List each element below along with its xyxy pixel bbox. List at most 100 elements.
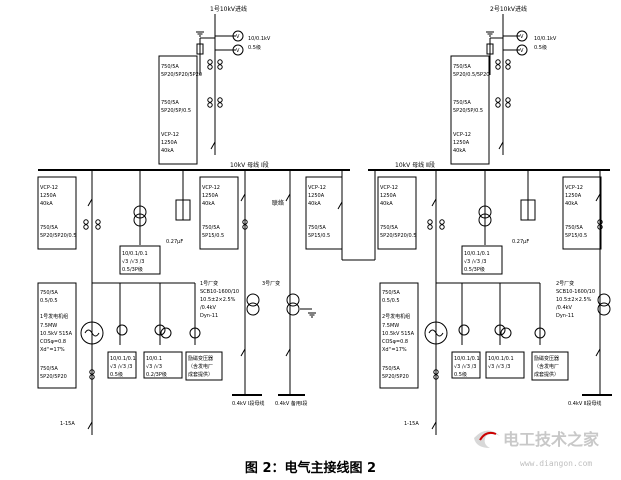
- svg-text:3号厂变: 3号厂变: [262, 280, 280, 287]
- svg-text:10/0.1/0.1: 10/0.1/0.1: [122, 251, 148, 257]
- svg-text:COSφ=0.8: COSφ=0.8: [382, 339, 408, 345]
- right-section: VCP-12 1250A 40kA 750/5A 5P20/5P20/0.5 0…: [377, 170, 612, 435]
- svg-text:10/0.1: 10/0.1: [146, 356, 162, 362]
- svg-text:（含发电厂: （含发电厂: [188, 363, 213, 370]
- breaker-icon: [87, 194, 93, 211]
- svg-text:V: V: [236, 48, 240, 54]
- svg-text:Xd''=17%: Xd''=17%: [40, 347, 65, 353]
- svg-text:1-15A: 1-15A: [404, 421, 419, 427]
- transformer-icon: [597, 293, 611, 307]
- svg-text:√3 /√3: √3 /√3: [146, 364, 162, 370]
- svg-text:1号厂变: 1号厂变: [200, 280, 218, 287]
- watermark-url: www.diangon.com: [520, 459, 593, 468]
- svg-text:1250A: 1250A: [565, 193, 582, 199]
- transformer-icon: [458, 324, 470, 336]
- svg-text:/0.4kV: /0.4kV: [556, 305, 573, 311]
- voltmeter-icon: [232, 30, 244, 42]
- ground-icon: [195, 31, 205, 37]
- svg-text:5P20/5P20/0.5: 5P20/5P20/0.5: [40, 233, 76, 239]
- svg-text:0.27μF: 0.27μF: [166, 239, 183, 245]
- svg-text:5P20/5P20: 5P20/5P20: [382, 374, 409, 380]
- transformer-icon: [478, 205, 492, 219]
- svg-text:V: V: [520, 48, 524, 54]
- svg-text:0.5级: 0.5级: [454, 371, 467, 378]
- svg-text:750/5A: 750/5A: [40, 225, 58, 231]
- svg-text:VCP-12: VCP-12: [453, 132, 471, 138]
- svg-text:7.5MW: 7.5MW: [382, 323, 399, 329]
- transformer-icon: [246, 293, 260, 307]
- svg-text:0.2/3P级: 0.2/3P级: [146, 371, 167, 378]
- svg-text:750/5A: 750/5A: [40, 366, 58, 372]
- svg-text:0.5/3P级: 0.5/3P级: [122, 266, 143, 273]
- svg-text:7.5MW: 7.5MW: [40, 323, 57, 329]
- svg-text:5P15/0.5: 5P15/0.5: [202, 233, 224, 239]
- svg-text:5P20/5P20/0.5: 5P20/5P20/0.5: [380, 233, 416, 239]
- svg-text:5P20/5P/0.5: 5P20/5P/0.5: [161, 108, 191, 114]
- transformer-icon: [286, 293, 300, 307]
- svg-text:SCB10-1600/10: SCB10-1600/10: [200, 289, 239, 295]
- breaker-icon: [498, 137, 504, 154]
- svg-text:VCP-12: VCP-12: [161, 132, 179, 138]
- transformer-icon: [116, 324, 128, 336]
- svg-text:Xd''=17%: Xd''=17%: [382, 347, 407, 353]
- svg-text:750/5A: 750/5A: [161, 100, 179, 106]
- busbar-right-label: 10kV 母线 Ⅱ段: [395, 161, 435, 169]
- voltmeter-icon: [232, 44, 244, 56]
- svg-text:（含发电厂: （含发电厂: [534, 363, 559, 370]
- svg-text:2号厂变: 2号厂变: [556, 280, 574, 287]
- svg-text:750/5A: 750/5A: [382, 366, 400, 372]
- pt-class: 0.5级: [248, 44, 261, 51]
- voltmeter-icon: [516, 30, 528, 42]
- ground-icon: [485, 31, 495, 37]
- svg-text:0.4kV Ⅰ段母线: 0.4kV Ⅰ段母线: [232, 400, 264, 407]
- transformer-icon: [189, 327, 201, 339]
- svg-text:√3 /√3 /3: √3 /√3 /3: [488, 364, 510, 370]
- svg-text:0.5级: 0.5级: [110, 371, 123, 378]
- svg-text:励磁变压器: 励磁变压器: [188, 355, 213, 362]
- svg-text:1-15A: 1-15A: [60, 421, 75, 427]
- svg-text:√3 /√3 /3: √3 /√3 /3: [122, 259, 144, 265]
- svg-text:0.5/0.5: 0.5/0.5: [40, 298, 58, 304]
- svg-text:40kA: 40kA: [380, 201, 393, 207]
- incoming-left: 1号10kV进线 V V 10/0.1kV 0.5级 750/5A 5P20/5…: [158, 5, 271, 165]
- figure-caption: 图 2：电气主接线图 2: [244, 461, 377, 476]
- incoming-right: 2号10kV进线 V V 10/0.1kV 0.5级 750/5A 5P20/0…: [450, 5, 557, 165]
- svg-text:联络: 联络: [272, 199, 284, 207]
- svg-text:5P15/0.5: 5P15/0.5: [308, 233, 330, 239]
- pt-ratio: 10/0.1kV: [248, 36, 271, 42]
- transformer-icon: [494, 324, 506, 336]
- svg-text:成套提供）: 成套提供）: [534, 371, 559, 378]
- svg-text:励磁变压器: 励磁变压器: [534, 355, 559, 362]
- transformer-icon: [534, 327, 546, 339]
- svg-text:10.5kV 515A: 10.5kV 515A: [40, 331, 73, 337]
- svg-text:0.27μF: 0.27μF: [512, 239, 529, 245]
- svg-text:750/5A: 750/5A: [382, 290, 400, 296]
- svg-text:750/5A: 750/5A: [565, 225, 583, 231]
- svg-text:V: V: [236, 34, 240, 40]
- svg-text:0.5/0.5: 0.5/0.5: [382, 298, 400, 304]
- svg-text:10/0.1kV: 10/0.1kV: [534, 36, 557, 42]
- svg-text:750/5A: 750/5A: [202, 225, 220, 231]
- svg-text:40kA: 40kA: [565, 201, 578, 207]
- svg-text:10.5±2×2.5%: 10.5±2×2.5%: [556, 297, 592, 303]
- svg-text:5P20/0.5/5P20: 5P20/0.5/5P20: [453, 72, 489, 78]
- svg-text:0.5/3P级: 0.5/3P级: [464, 266, 485, 273]
- svg-text:1号发电机组: 1号发电机组: [40, 313, 68, 320]
- svg-text:40kA: 40kA: [453, 148, 466, 154]
- svg-text:1250A: 1250A: [161, 140, 178, 146]
- svg-text:10/0.1/0.1: 10/0.1/0.1: [488, 356, 514, 362]
- svg-text:Dyn-11: Dyn-11: [556, 313, 574, 319]
- svg-text:Dyn-11: Dyn-11: [200, 313, 218, 319]
- svg-text:1250A: 1250A: [380, 193, 397, 199]
- svg-text:0.5级: 0.5级: [534, 44, 547, 51]
- svg-text:40kA: 40kA: [40, 201, 53, 207]
- svg-text:√3 /√3 /3: √3 /√3 /3: [110, 364, 132, 370]
- busbar-left-label: 10kV 母线 Ⅰ段: [230, 161, 269, 169]
- incoming-right-title: 2号10kV进线: [490, 5, 527, 13]
- svg-text:COSφ=0.8: COSφ=0.8: [40, 339, 66, 345]
- svg-text:750/5A: 750/5A: [380, 225, 398, 231]
- svg-text:10.5±2×2.5%: 10.5±2×2.5%: [200, 297, 236, 303]
- generator-icon: [80, 321, 104, 345]
- svg-text:1250A: 1250A: [453, 140, 470, 146]
